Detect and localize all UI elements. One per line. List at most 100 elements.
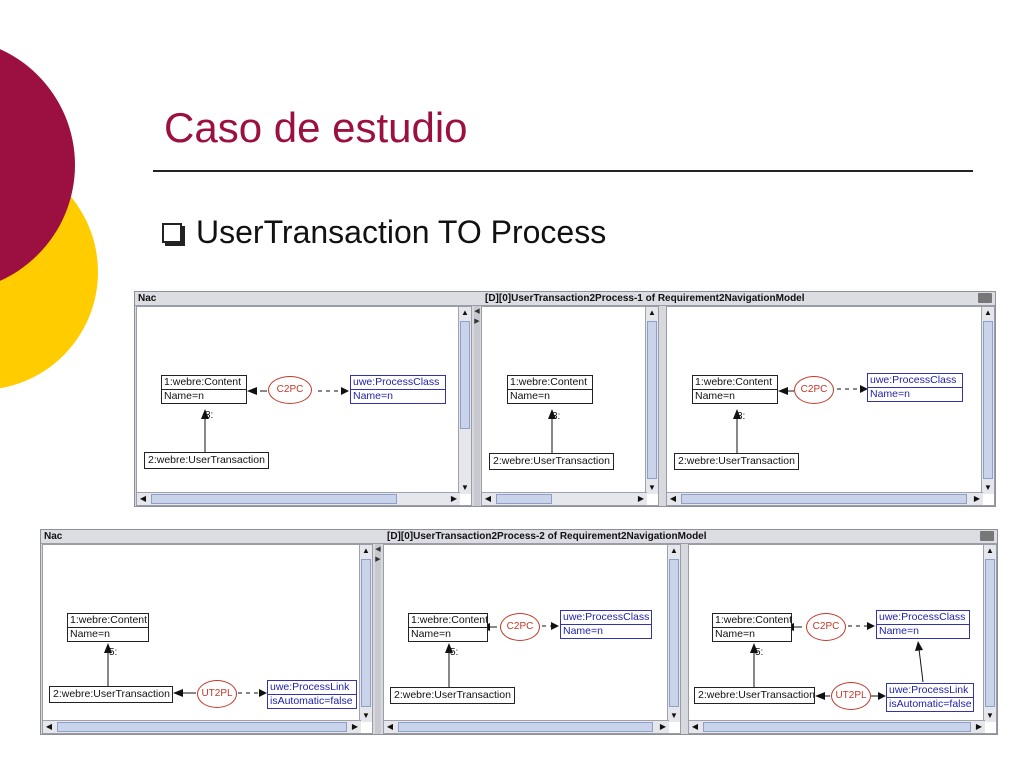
horizontal-scrollbar[interactable]: ◀ ▶ (384, 720, 669, 733)
vertical-scrollbar[interactable]: ▲ ▼ (983, 545, 996, 722)
horizontal-scrollbar[interactable]: ◀ ▶ (137, 492, 460, 505)
scroll-thumb[interactable] (983, 321, 993, 479)
lhs-pane[interactable]: 1:webre:Content Name=n C2PC uwe:ProcessC… (383, 544, 681, 734)
ut2pl-ellipse[interactable]: UT2PL (831, 682, 871, 710)
rhs-pane[interactable]: 1:webre:Content Name=n C2PC uwe:ProcessC… (666, 306, 995, 506)
scroll-down-arrow[interactable]: ▼ (670, 711, 678, 720)
arrowhead-processlink (259, 689, 267, 697)
user-transaction-node[interactable]: 2:webre:UserTransaction (489, 453, 614, 470)
scroll-right-arrow[interactable]: ▶ (351, 722, 359, 731)
c2pc-ellipse[interactable]: C2PC (794, 376, 834, 404)
scroll-thumb[interactable] (703, 722, 971, 732)
content-node[interactable]: 1:webre:Content Name=n (67, 613, 149, 642)
scroll-thumb[interactable] (361, 559, 371, 707)
content-node[interactable]: 1:webre:Content Name=n (692, 375, 778, 404)
rule-title: [D][0]UserTransaction2Process-1 of Requi… (485, 293, 805, 304)
edge-label-5: 5: (450, 647, 459, 658)
c2pc-ellipse[interactable]: C2PC (268, 376, 312, 404)
lhs-pane[interactable]: 1:webre:Content Name=n 3: 2:webre:UserTr… (481, 306, 659, 506)
scroll-thumb[interactable] (647, 321, 657, 479)
arrowhead-edge-3 (201, 409, 209, 419)
split-divider[interactable]: ◀▶ (474, 306, 480, 506)
scroll-right-arrow[interactable]: ▶ (659, 722, 667, 731)
scroll-thumb[interactable] (681, 494, 967, 504)
nac-edges (201, 387, 349, 452)
print-icon[interactable] (980, 531, 994, 541)
horizontal-scrollbar[interactable]: ◀ ▶ (43, 720, 361, 733)
rhs-pane[interactable]: 1:webre:Content Name=n C2PC uwe:ProcessC… (688, 544, 997, 734)
arrowhead-content (778, 387, 788, 395)
process-class-node[interactable]: uwe:ProcessClass Name=n (876, 610, 970, 639)
vertical-scrollbar[interactable]: ▲ ▼ (667, 545, 680, 722)
scroll-thumb[interactable] (398, 722, 653, 732)
split-divider[interactable]: ◀▶ (375, 544, 381, 734)
scroll-down-arrow[interactable]: ▼ (648, 483, 656, 492)
scroll-left-arrow[interactable]: ◀ (669, 494, 677, 503)
user-transaction-node[interactable]: 2:webre:UserTransaction (694, 687, 815, 704)
vertical-scrollbar[interactable]: ▲ ▼ (458, 307, 471, 494)
scroll-up-arrow[interactable]: ▲ (670, 546, 678, 555)
process-class-node[interactable]: uwe:ProcessClass Name=n (867, 373, 963, 402)
content-node[interactable]: 1:webre:Content Name=n (408, 613, 488, 642)
content-node[interactable]: 1:webre:Content Name=n (507, 375, 593, 404)
scroll-down-arrow[interactable]: ▼ (986, 711, 994, 720)
scroll-left-arrow[interactable]: ◀ (45, 722, 53, 731)
process-link-node[interactable]: uwe:ProcessLink isAutomatic=false (267, 680, 357, 709)
c2pc-ellipse[interactable]: C2PC (806, 613, 846, 641)
arrowhead-processclass (551, 622, 559, 630)
user-transaction-node[interactable]: 2:webre:UserTransaction (144, 452, 269, 469)
rule-title: [D][0]UserTransaction2Process-2 of Requi… (387, 531, 707, 542)
scroll-right-arrow[interactable]: ▶ (973, 494, 981, 503)
process-link-node[interactable]: uwe:ProcessLink isAutomatic=false (886, 683, 974, 712)
arrowhead-processlink (878, 692, 886, 700)
bullet-text: UserTransaction TO Process (196, 213, 607, 250)
arrowhead-edge-5 (750, 643, 758, 653)
scroll-thumb[interactable] (496, 494, 552, 504)
scroll-up-arrow[interactable]: ▲ (984, 308, 992, 317)
user-transaction-node[interactable]: 2:webre:UserTransaction (390, 687, 515, 704)
user-transaction-node[interactable]: 2:webre:UserTransaction (674, 453, 799, 470)
scroll-left-arrow[interactable]: ◀ (386, 722, 394, 731)
content-node[interactable]: 1:webre:Content Name=n (712, 613, 792, 642)
scroll-thumb[interactable] (985, 559, 995, 707)
c2pc-ellipse[interactable]: C2PC (500, 613, 540, 641)
scroll-up-arrow[interactable]: ▲ (362, 546, 370, 555)
horizontal-scrollbar[interactable]: ◀ ▶ (689, 720, 985, 733)
arrowhead-transaction (173, 689, 183, 697)
arrowhead-edge-3 (733, 409, 741, 419)
scroll-left-arrow[interactable]: ◀ (691, 722, 699, 731)
ut2pl-ellipse[interactable]: UT2PL (197, 680, 237, 708)
nac-pane[interactable]: 1:webre:Content Name=n 5: 2:webre:UserTr… (42, 544, 373, 734)
scroll-left-arrow[interactable]: ◀ (139, 494, 147, 503)
scroll-up-arrow[interactable]: ▲ (986, 546, 994, 555)
scroll-right-arrow[interactable]: ▶ (975, 722, 983, 731)
horizontal-scrollbar[interactable]: ◀ ▶ (667, 492, 983, 505)
scroll-thumb[interactable] (57, 722, 347, 732)
rhs-edges (733, 385, 868, 453)
edge-label-5: 5: (755, 647, 764, 658)
vertical-scrollbar[interactable]: ▲ ▼ (359, 545, 372, 722)
scroll-thumb[interactable] (669, 559, 679, 707)
process-class-node[interactable]: uwe:ProcessClass Name=n (560, 610, 652, 639)
vertical-scrollbar[interactable]: ▲ ▼ (645, 307, 658, 494)
horizontal-scrollbar[interactable]: ◀ ▶ (482, 492, 647, 505)
transformation-window-1: Nac [D][0]UserTransaction2Process-1 of R… (134, 291, 996, 507)
scroll-up-arrow[interactable]: ▲ (461, 308, 469, 317)
scroll-up-arrow[interactable]: ▲ (648, 308, 656, 317)
process-class-node[interactable]: uwe:ProcessClass Name=n (350, 375, 446, 404)
edge-label-3: 3: (737, 411, 746, 422)
scroll-down-arrow[interactable]: ▼ (984, 483, 992, 492)
content-node[interactable]: 1:webre:Content Name=n (161, 375, 247, 404)
user-transaction-node[interactable]: 2:webre:UserTransaction (49, 686, 173, 703)
scroll-left-arrow[interactable]: ◀ (484, 494, 492, 503)
print-icon[interactable] (978, 293, 992, 303)
scroll-down-arrow[interactable]: ▼ (362, 711, 370, 720)
arrowhead-processclass (341, 387, 349, 395)
scroll-thumb[interactable] (151, 494, 397, 504)
scroll-right-arrow[interactable]: ▶ (450, 494, 458, 503)
nac-pane[interactable]: 1:webre:Content Name=n C2PC uwe:ProcessC… (136, 306, 472, 506)
scroll-down-arrow[interactable]: ▼ (461, 483, 469, 492)
scroll-thumb[interactable] (460, 321, 470, 429)
vertical-scrollbar[interactable]: ▲ ▼ (981, 307, 994, 494)
scroll-right-arrow[interactable]: ▶ (637, 494, 645, 503)
